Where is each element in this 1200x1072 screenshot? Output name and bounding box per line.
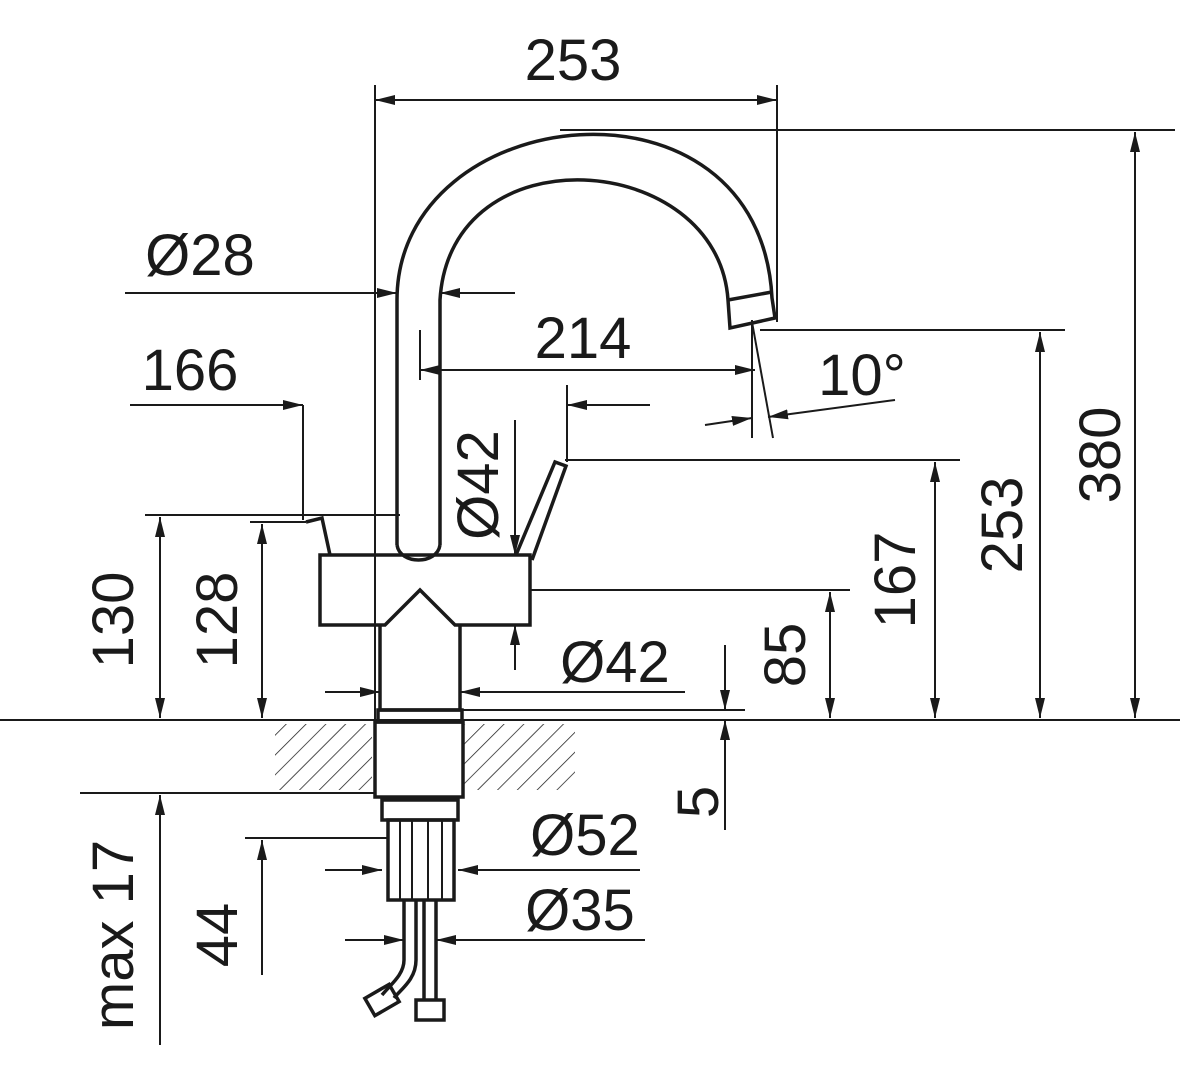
dim-gasket: 5 — [666, 786, 731, 818]
faucet-outline — [305, 132, 777, 1022]
dim-spout-diameter: Ø28 — [145, 223, 255, 288]
dim-handle-span: 166 — [142, 338, 239, 403]
dim-spout-reach-total: 253 — [525, 28, 622, 93]
dim-handle-height: 167 — [863, 532, 928, 629]
dim-body-height: 85 — [753, 623, 818, 688]
dim-total-height: 380 — [1068, 407, 1133, 504]
countertop — [0, 719, 1180, 794]
dim-height-130: 130 — [81, 572, 146, 669]
dim-outlet-height: 253 — [970, 477, 1035, 574]
dim-spout-angle: 10° — [818, 343, 906, 408]
dim-thread-diameter: Ø35 — [525, 878, 635, 943]
dim-nut-diameter: Ø52 — [530, 803, 640, 868]
dim-base-diameter: Ø42 — [560, 630, 670, 695]
dim-spout-reach: 214 — [535, 306, 632, 371]
dimension-lines — [125, 85, 1175, 1045]
dim-handle-diameter: Ø42 — [446, 430, 511, 540]
dim-height-128: 128 — [185, 572, 250, 669]
dim-shank-length: 44 — [185, 903, 250, 968]
dim-max-countertop: max 17 — [81, 840, 146, 1030]
